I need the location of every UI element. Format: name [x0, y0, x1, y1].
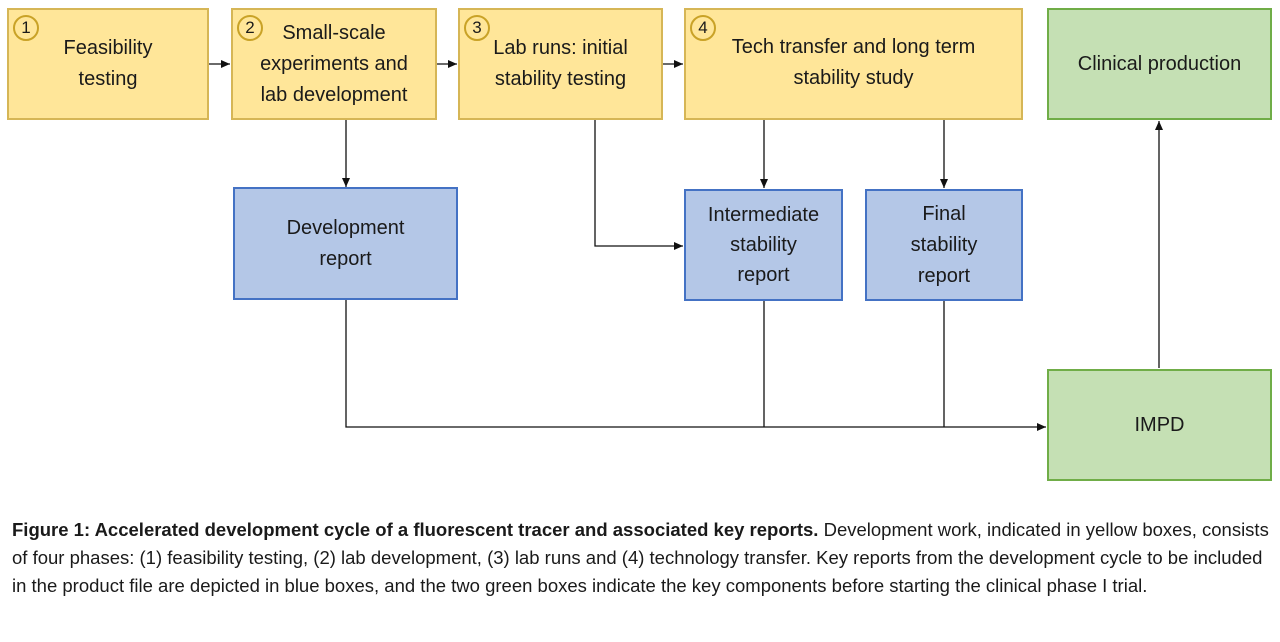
impd-label: IMPD [1134, 413, 1185, 436]
clinical-production-box: Clinical production [1047, 8, 1272, 120]
phase-box-3: 3 Lab runs: initial stability testing [458, 8, 663, 120]
clinical-production-label: Clinical production [1077, 52, 1242, 75]
development-report-label: Development report [286, 216, 405, 270]
arrow-phase3-to-intermediate-report [594, 120, 683, 250]
arrow-reports-to-impd [345, 300, 1046, 431]
process-diagram: 1 Feasibility testing 2 Small-scale expe… [7, 8, 1272, 481]
phase-label: Feasibility testing [63, 37, 153, 90]
phase-number-badge: 4 [690, 15, 716, 41]
figure-caption: Figure 1: Accelerated development cycle … [12, 516, 1270, 600]
phase-label: Lab runs: initial stability testing [493, 37, 628, 90]
phase-label: Tech transfer and long term stability st… [731, 36, 976, 89]
phase-number-badge: 2 [237, 15, 263, 41]
caption-body: Development work, indicated in yellow bo… [12, 519, 1269, 596]
intermediate-stability-report-box: Intermediate stability report [684, 189, 843, 301]
development-report-box: Development report [233, 187, 458, 300]
phase-box-2: 2 Small-scale experiments and lab develo… [231, 8, 437, 120]
intermediate-stability-report-label: Intermediate stability report [707, 204, 820, 286]
final-stability-report-label: Final stability report [910, 202, 978, 287]
phase-number-badge: 3 [464, 15, 490, 41]
phase-box-4: 4 Tech transfer and long term stability … [684, 8, 1023, 120]
phase-box-1: 1 Feasibility testing [7, 8, 209, 120]
phase-number-badge: 1 [13, 15, 39, 41]
caption-title: Figure 1: Accelerated development cycle … [12, 519, 819, 540]
impd-box: IMPD [1047, 369, 1272, 481]
phase-label: Small-scale experiments and lab developm… [260, 21, 408, 106]
final-stability-report-box: Final stability report [865, 189, 1023, 301]
connector-layer [209, 60, 1163, 431]
